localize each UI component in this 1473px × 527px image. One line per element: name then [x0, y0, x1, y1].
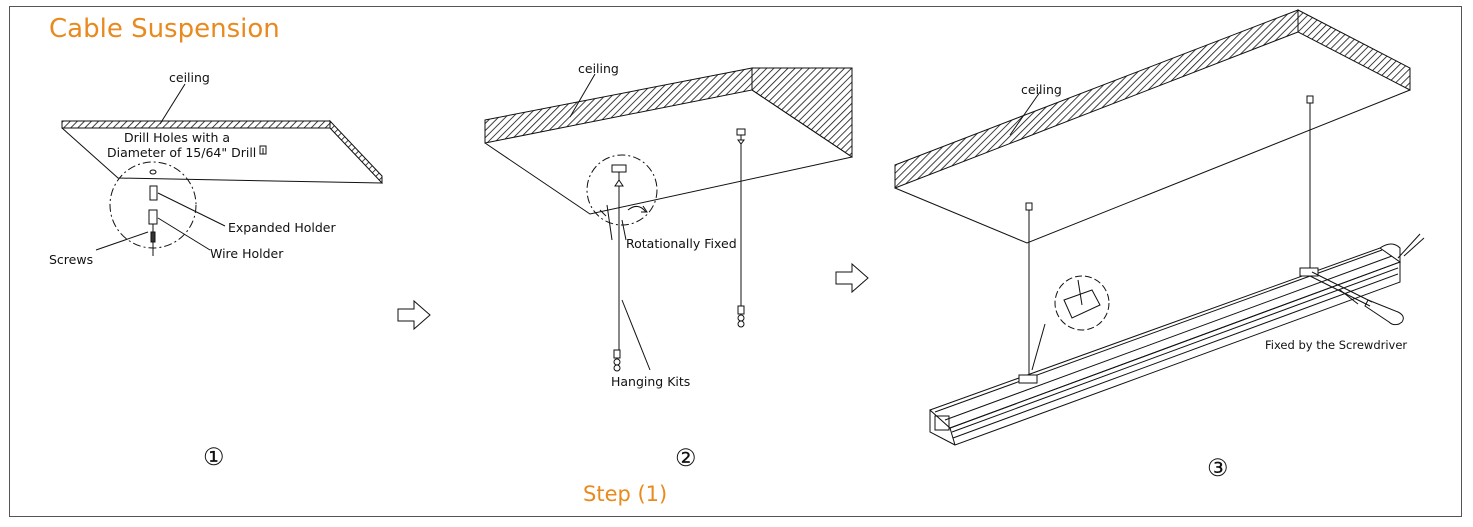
page-title: Cable Suspension: [49, 14, 280, 44]
ceiling-slab-top: [894, 9, 1299, 189]
light-fixture: [929, 233, 1425, 446]
panel-3-ceiling-label: ceiling: [1021, 82, 1062, 97]
panel-1-wire-holder-label: Wire Holder: [210, 246, 284, 261]
panel-1-expanded-holder-label: Expanded Holder: [228, 220, 336, 235]
panel-3-number: ③: [1207, 454, 1229, 482]
ceiling-slab-side: [1297, 9, 1411, 91]
panel-2-number: ②: [675, 444, 697, 472]
ceiling-slab-side: [751, 67, 853, 158]
panel-1-screws-label: Screws: [49, 252, 94, 267]
ceiling-slab-top: [484, 67, 753, 144]
panel-3-illustration: [894, 9, 1425, 446]
expanded-holder-part: [149, 185, 158, 201]
panel-1-number: ①: [203, 443, 225, 471]
panel-1-drill-label-line1: Drill Holes with a: [124, 130, 231, 145]
panel-2-rotationally-fixed-label: Rotationally Fixed: [626, 236, 737, 251]
panel-2-hanging-kits-label: Hanging Kits: [611, 374, 691, 389]
panel-2-ceiling-label: ceiling: [578, 61, 619, 76]
screwdriver: [1309, 271, 1404, 326]
panel-2-illustration: [484, 67, 853, 372]
step-arrow-1: [397, 299, 431, 331]
panel-1-illustration: [61, 83, 383, 256]
diagram-frame: [9, 6, 1462, 517]
detail-circle: [1054, 275, 1110, 331]
ceiling-slab-side: [329, 119, 383, 185]
panel-1-drill-label-line2: Diameter of 15/64" Drill: [107, 145, 257, 160]
detail-circle: [586, 154, 658, 226]
ceiling-slab-top: [61, 120, 331, 129]
wire-holder-part: [148, 209, 158, 225]
panel-3-screwdriver-label: Fixed by the Screwdriver: [1265, 338, 1408, 352]
step-label: Step (1): [583, 482, 668, 506]
step-arrow-2: [835, 262, 869, 294]
panel-1-ceiling-label: ceiling: [169, 70, 210, 85]
